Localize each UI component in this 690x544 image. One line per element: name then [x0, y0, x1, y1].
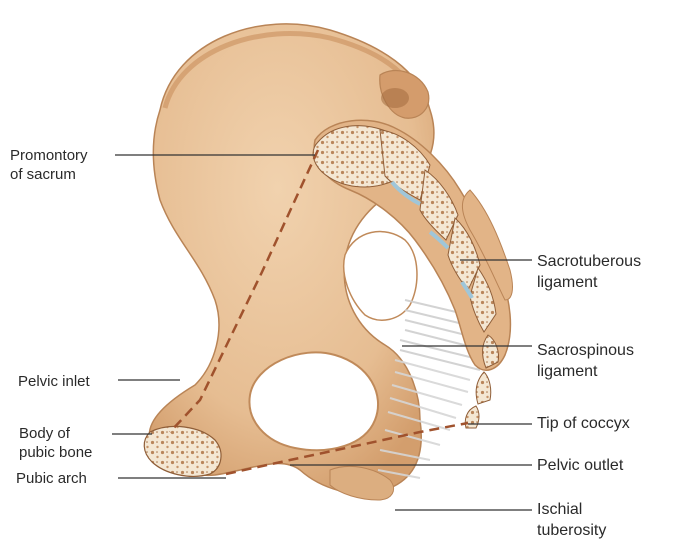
label-ischial-tuberosity: Ischial tuberosity	[537, 499, 606, 541]
label-pelvic-outlet: Pelvic outlet	[537, 455, 623, 476]
sciatic-notch	[344, 232, 417, 321]
label-body-of-pubic-bone: Body of pubic bone	[19, 424, 92, 462]
label-promontory-of-sacrum: Promontory of sacrum	[10, 146, 88, 184]
label-sacrotuberous-ligament: Sacrotuberous ligament	[537, 251, 641, 293]
obturator-foramen	[249, 352, 378, 450]
label-sacrospinous-ligament: Sacrospinous ligament	[537, 340, 634, 382]
label-tip-of-coccyx: Tip of coccyx	[537, 413, 630, 434]
label-pubic-arch: Pubic arch	[16, 469, 87, 488]
sacral-foramen	[381, 88, 409, 108]
label-pelvic-inlet: Pelvic inlet	[18, 372, 90, 391]
